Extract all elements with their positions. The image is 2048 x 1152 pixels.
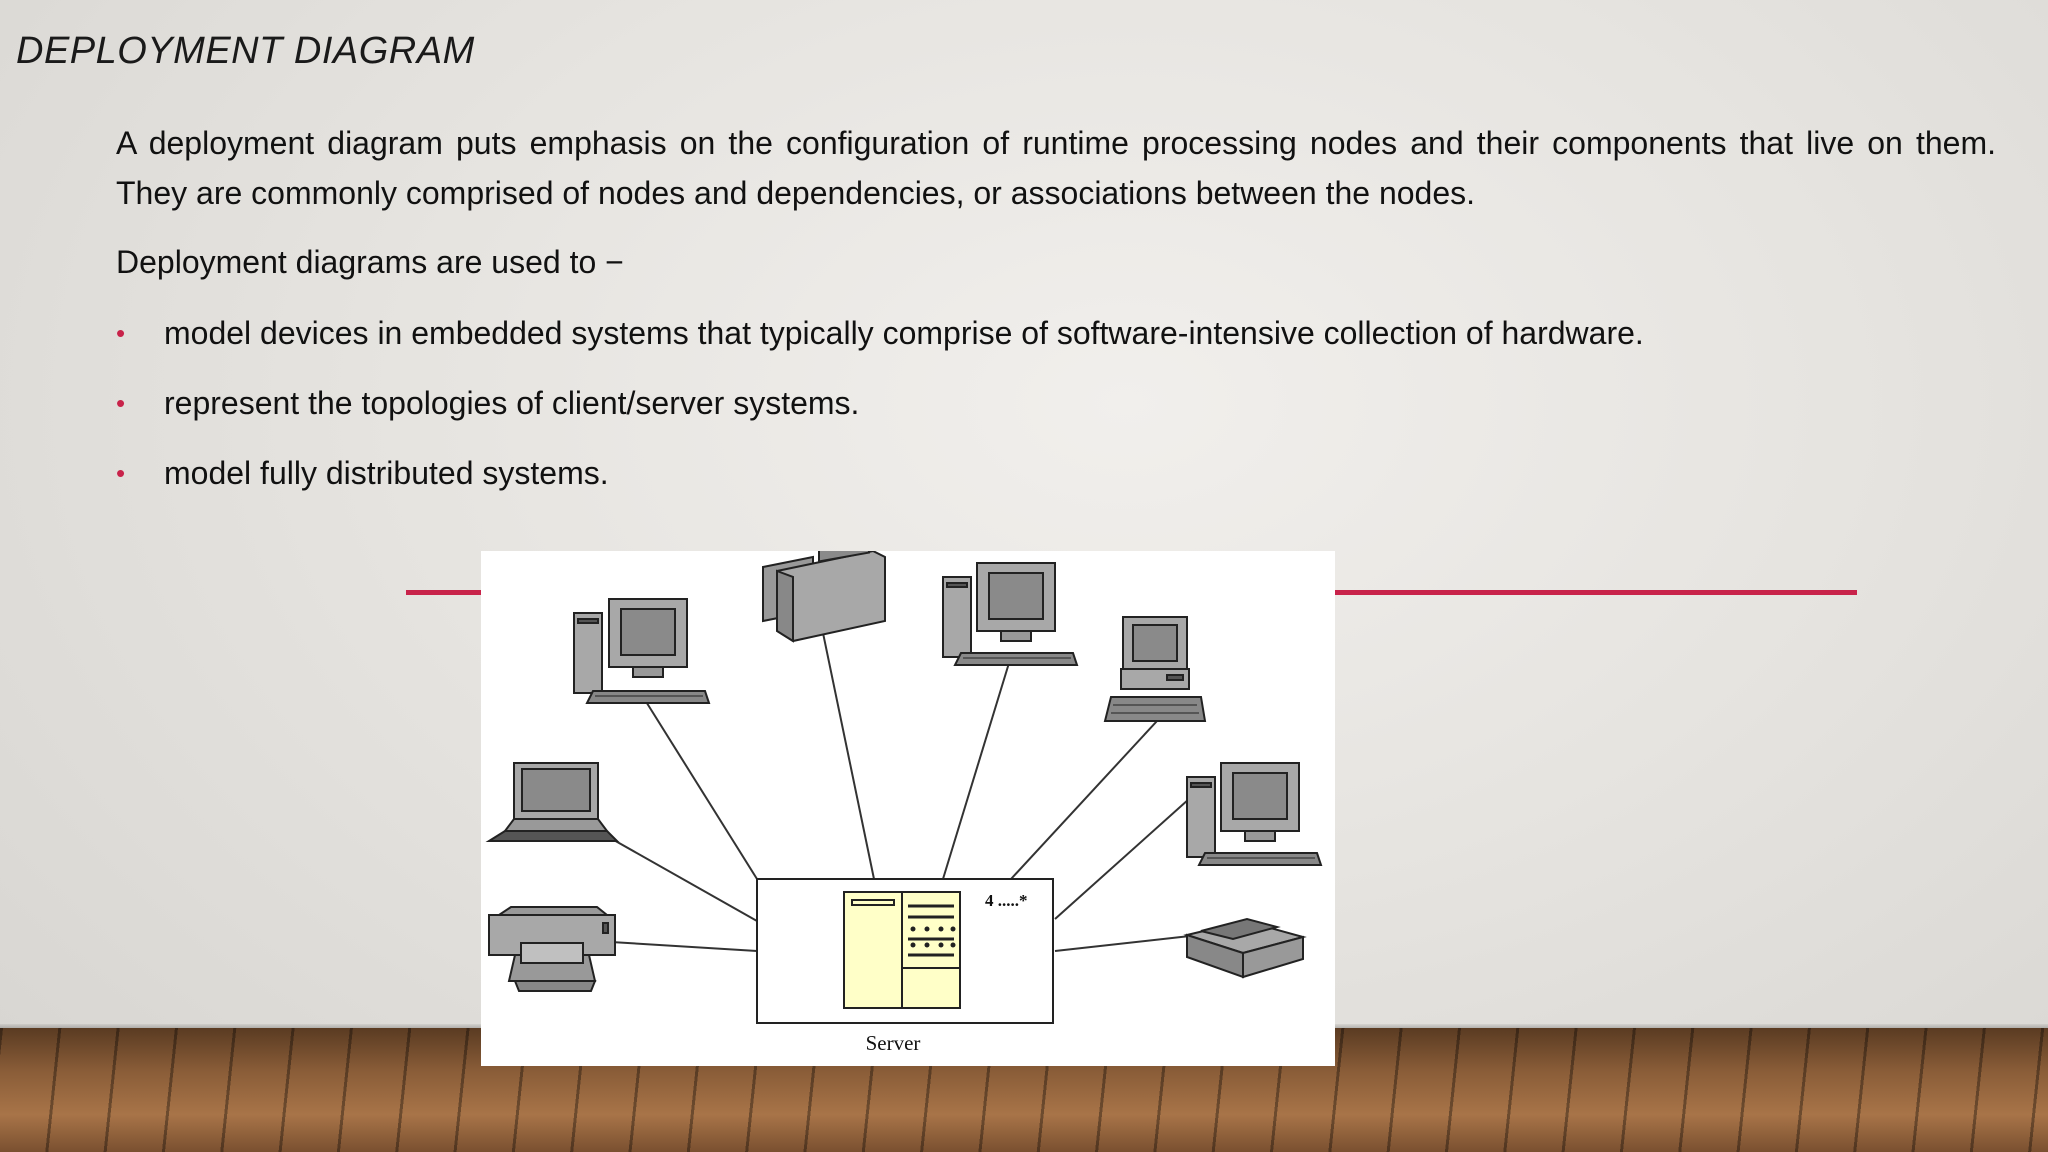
bullet-icon: • bbox=[116, 388, 126, 418]
bullet-item: • represent the topologies of client/ser… bbox=[116, 378, 1644, 428]
deployment-diagram-image: 4 .....* Server bbox=[481, 551, 1335, 1066]
server-indicator-dots bbox=[910, 926, 956, 948]
bullet-text: represent the topologies of client/serve… bbox=[164, 385, 860, 421]
video-camera-icon bbox=[762, 551, 886, 643]
intro-paragraph: A deployment diagram puts emphasis on th… bbox=[116, 125, 1996, 211]
connection-lines bbox=[610, 632, 1191, 952]
bullet-item: • model devices in embedded systems that… bbox=[116, 308, 1644, 358]
network-diagram-svg: 4 .....* Server bbox=[485, 551, 1323, 1055]
bullet-text: model devices in embedded systems that t… bbox=[164, 315, 1644, 351]
server-rack-icon bbox=[843, 891, 961, 1009]
usage-lead-in: Deployment diagrams are used to − bbox=[116, 244, 624, 280]
scanner-icon bbox=[1183, 917, 1307, 979]
multiplicity-label: 4 .....* bbox=[985, 891, 1028, 910]
desktop-computer-icon bbox=[1186, 762, 1323, 866]
bullet-icon: • bbox=[116, 458, 126, 488]
bullet-icon: • bbox=[116, 318, 126, 348]
slide-title: DEPLOYMENT DIAGRAM bbox=[16, 30, 475, 72]
usage-bullet-list: • model devices in embedded systems that… bbox=[116, 308, 1644, 518]
printer-icon bbox=[488, 906, 616, 992]
server-label: Server bbox=[866, 1031, 921, 1055]
desktop-computer-icon bbox=[942, 562, 1079, 666]
laptop-icon bbox=[485, 762, 620, 842]
server-node: 4 .....* Server bbox=[756, 878, 1054, 1055]
bullet-item: • model fully distributed systems. bbox=[116, 448, 1644, 498]
desktop-computer-icon bbox=[573, 598, 711, 704]
workstation-icon bbox=[1103, 616, 1207, 722]
bullet-text: model fully distributed systems. bbox=[164, 455, 609, 491]
